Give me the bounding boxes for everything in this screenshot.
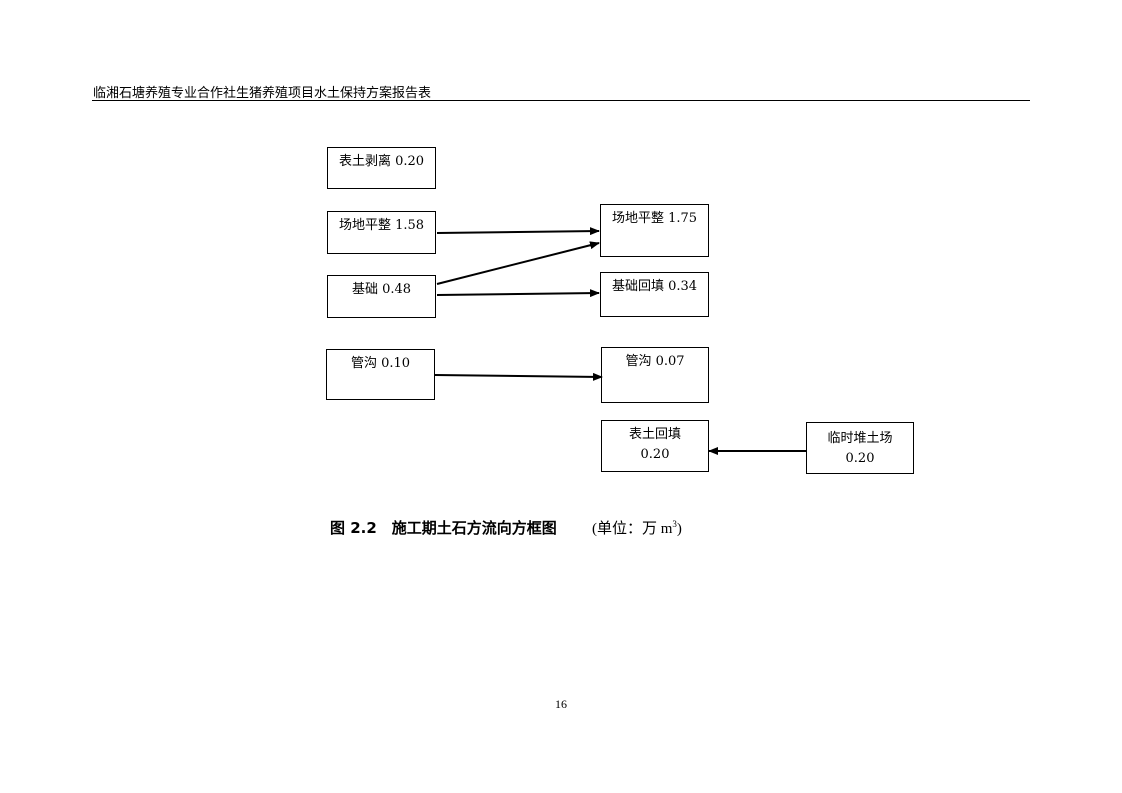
- figure-unit: (单位：万 m3): [592, 517, 682, 538]
- unit-text: (单位：万 m: [592, 521, 673, 537]
- box-label: 表土回填: [628, 427, 681, 442]
- unit-superscript: 3: [672, 519, 677, 529]
- box-temporary-stockpile: 临时堆土场 0.20: [806, 422, 914, 474]
- header-rule: [92, 100, 1030, 101]
- box-pipe-trench-source: 管沟 0.10: [326, 349, 435, 400]
- box-topsoil-stripping: 表土剥离 0.20: [327, 147, 436, 189]
- box-foundation-source: 基础 0.48: [327, 275, 436, 318]
- arrow-leveling-to-leveling: [436, 227, 600, 236]
- running-header: 临湘石塘养殖专业合作社生猪养殖项目水土保持方案报告表: [93, 86, 432, 101]
- box-label: 表土剥离 0.20: [338, 154, 425, 169]
- box-site-leveling-source: 场地平整 1.58: [327, 211, 436, 254]
- box-foundation-backfill: 基础回填 0.34: [600, 272, 709, 317]
- box-site-leveling-target: 场地平整 1.75: [600, 204, 709, 257]
- box-label: 临时堆土场: [827, 431, 893, 446]
- figure-caption: 图 2.2 施工期土石方流向方框图: [330, 519, 557, 537]
- box-label: 基础 0.48: [351, 282, 412, 297]
- page-number: 16: [555, 697, 567, 711]
- box-label: 基础回填 0.34: [611, 279, 698, 294]
- unit-close: ): [676, 521, 682, 537]
- box-topsoil-backfill: 表土回填 0.20: [601, 420, 709, 472]
- box-value: 0.20: [845, 451, 875, 466]
- arrow-foundation-to-leveling: [436, 241, 600, 285]
- box-label: 管沟 0.07: [625, 354, 685, 369]
- box-value: 0.20: [640, 447, 670, 462]
- arrow-trench-to-trench: [434, 372, 603, 381]
- box-label: 管沟 0.10: [350, 356, 411, 371]
- box-label: 场地平整 1.75: [611, 211, 698, 226]
- box-label: 场地平整 1.58: [338, 218, 425, 233]
- arrow-foundation-to-backfill: [436, 289, 600, 298]
